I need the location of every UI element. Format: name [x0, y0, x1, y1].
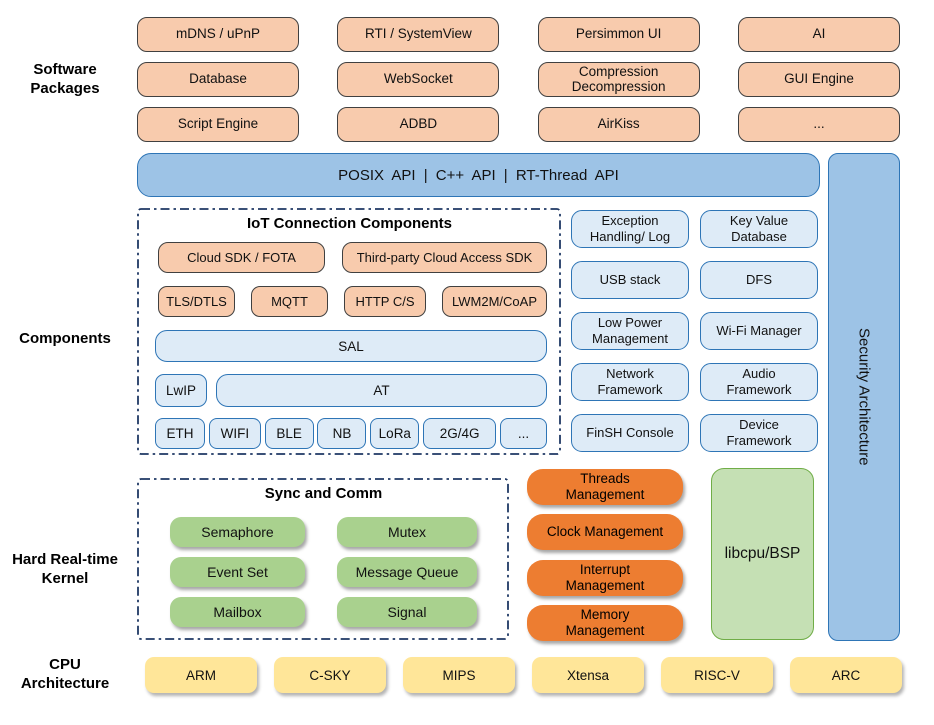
iot-box-eth: ETH	[155, 418, 205, 449]
kernel-box-message-queue: Message Queue	[337, 557, 477, 587]
cpu-box-arm: ARM	[145, 657, 257, 693]
cpu-box-mips: MIPS	[403, 657, 515, 693]
package-box: ...	[737, 107, 900, 142]
service-box-wifi-manager: Wi-Fi Manager	[700, 312, 818, 350]
iot-box-at: AT	[216, 374, 547, 407]
package-box: GUI Engine	[737, 62, 900, 97]
iot-connection-components-box: IoT Connection Components Cloud SDK / FO…	[137, 208, 562, 456]
iot-box-tls: TLS/DTLS	[158, 286, 235, 317]
iot-box-http: HTTP C/S	[344, 286, 426, 317]
service-box-device-fw: Device Framework	[700, 414, 818, 452]
package-box: mDNS / uPnP	[137, 17, 299, 52]
sync-grid: Semaphore Mutex Event Set Message Queue …	[170, 517, 477, 627]
package-box: Script Engine	[137, 107, 299, 142]
service-box-network-fw: Network Framework	[571, 363, 689, 401]
iot-box-nb: NB	[317, 418, 367, 449]
kernel-box-mailbox: Mailbox	[170, 597, 305, 627]
kernel-management-stack: Threads Management Clock Management Inte…	[527, 469, 683, 641]
iot-box-more: ...	[499, 418, 547, 449]
kernel-box-semaphore: Semaphore	[170, 517, 305, 547]
iot-box-2g4g: 2G/4G	[423, 418, 497, 449]
cpu-architecture-row: ARM C-SKY MIPS Xtensa RISC-V ARC	[145, 657, 902, 693]
section-label-software-packages: Software Packages	[30, 61, 100, 97]
api-bar: POSIX API | C++ API | RT-Thread API	[137, 153, 820, 197]
sync-box-title: Sync and Comm	[264, 485, 383, 502]
section-label-components: Components	[19, 330, 111, 347]
iot-box-lora: LoRa	[370, 418, 420, 449]
service-box-finsh-console: FinSH Console	[571, 414, 689, 452]
package-box: RTI / SystemView	[337, 17, 500, 52]
package-box: ADBD	[337, 107, 500, 142]
section-label-cpu: CPU Architecture	[20, 656, 110, 692]
kernel-box-memory-mgmt: Memory Management	[527, 604, 683, 641]
package-box: Persimmon UI	[537, 17, 700, 52]
iot-box-mqtt: MQTT	[251, 286, 328, 317]
service-box-exception-log: Exception Handling/ Log	[571, 210, 689, 248]
package-box: Compression Decompression	[537, 62, 700, 97]
iot-box-thirdparty-sdk: Third-party Cloud Access SDK	[342, 242, 547, 273]
cpu-box-xtensa: Xtensa	[532, 657, 644, 693]
iot-box-ble: BLE	[264, 418, 314, 449]
cpu-box-riscv: RISC-V	[661, 657, 773, 693]
iot-box-lwm2m: LWM2M/CoAP	[442, 286, 547, 317]
cpu-box-csky: C-SKY	[274, 657, 386, 693]
security-architecture-bar: Security Architecture	[828, 153, 900, 641]
package-box: Database	[137, 62, 299, 97]
software-packages-grid: mDNS / uPnP RTI / SystemView Persimmon U…	[137, 17, 900, 142]
package-box: AirKiss	[537, 107, 700, 142]
cpu-box-arc: ARC	[790, 657, 902, 693]
kernel-box-event-set: Event Set	[170, 557, 305, 587]
service-box-dfs: DFS	[700, 261, 818, 299]
kernel-box-interrupt-mgmt: Interrupt Management	[527, 559, 683, 596]
iot-protocol-row: TLS/DTLS MQTT HTTP C/S LWM2M/CoAP	[158, 286, 547, 317]
iot-box-wifi: WIFI	[208, 418, 261, 449]
libcpu-bsp-box: libcpu/BSP	[711, 468, 814, 640]
iot-at-row: LwIP AT	[155, 374, 547, 407]
iot-link-row: ETH WIFI BLE NB LoRa 2G/4G ...	[155, 418, 547, 449]
iot-cloud-row: Cloud SDK / FOTA Third-party Cloud Acces…	[158, 242, 547, 273]
iot-box-cloud-sdk: Cloud SDK / FOTA	[158, 242, 325, 273]
package-box: AI	[737, 17, 900, 52]
component-services-grid: Exception Handling/ Log Key Value Databa…	[571, 210, 818, 452]
package-box: WebSocket	[337, 62, 500, 97]
kernel-box-signal: Signal	[337, 597, 477, 627]
iot-box-sal: SAL	[155, 330, 547, 362]
section-label-kernel: Hard Real-time Kernel	[12, 551, 118, 587]
service-box-usb-stack: USB stack	[571, 261, 689, 299]
service-box-key-value-db: Key Value Database	[700, 210, 818, 248]
service-box-audio-fw: Audio Framework	[700, 363, 818, 401]
service-box-low-power: Low Power Management	[571, 312, 689, 350]
kernel-box-mutex: Mutex	[337, 517, 477, 547]
kernel-box-clock-mgmt: Clock Management	[527, 514, 683, 551]
kernel-box-threads-mgmt: Threads Management	[527, 469, 683, 505]
sync-and-comm-box: Sync and Comm Semaphore Mutex Event Set …	[137, 478, 510, 641]
iot-box-title: IoT Connection Components	[247, 215, 452, 232]
iot-box-lwip: LwIP	[155, 374, 207, 407]
